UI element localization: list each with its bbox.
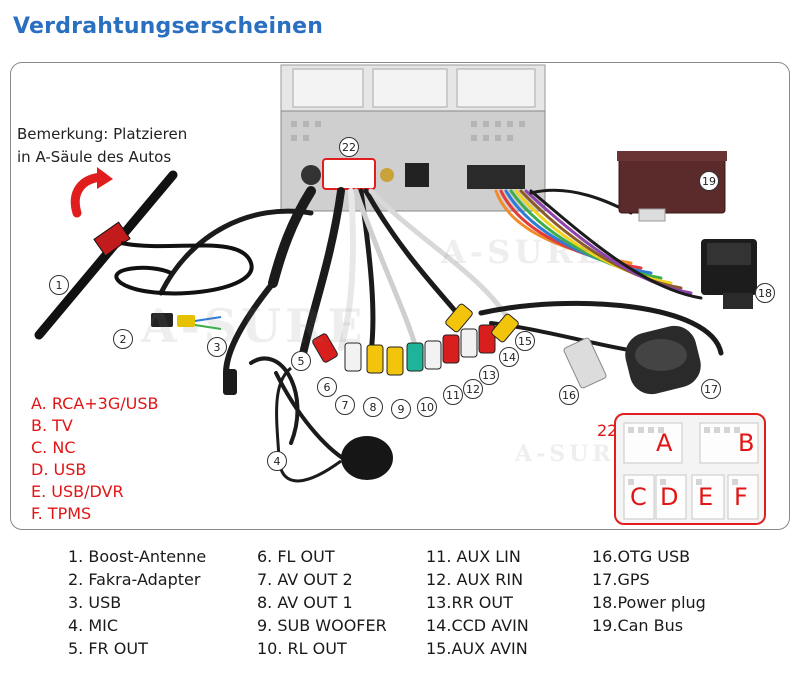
connector-22-highlight bbox=[322, 158, 376, 190]
legend-item: 19.Can Bus bbox=[592, 616, 684, 635]
rca-plugs bbox=[312, 303, 519, 376]
legend-item: 8. AV OUT 1 bbox=[257, 593, 353, 612]
callout: 9 bbox=[391, 399, 411, 419]
legend-item: 14.CCD AVIN bbox=[426, 616, 529, 635]
connector-label-e: E bbox=[698, 483, 714, 511]
callout: 15 bbox=[515, 331, 535, 351]
wiring-diagram: A-SURE A-SURE A-SURE Bemerkung: Platzier… bbox=[10, 62, 790, 530]
callout: 14 bbox=[499, 347, 519, 367]
connector-legend: A. RCA+3G/USB B. TV C. NC D. USB E. USB/… bbox=[31, 393, 159, 525]
legend-item: 4. MIC bbox=[68, 616, 119, 635]
connector-22-inset: A B C D E F bbox=[614, 413, 766, 525]
legend-item: 11. AUX LIN bbox=[426, 547, 521, 566]
connector-legend-item: F. TPMS bbox=[31, 504, 92, 523]
watermark: A-SURE bbox=[141, 299, 367, 353]
legend-item: 3. USB bbox=[68, 593, 122, 612]
callout: 5 bbox=[291, 351, 311, 371]
legend-item: 9. SUB WOOFER bbox=[257, 616, 387, 635]
callout: 2 bbox=[113, 329, 133, 349]
callout: 18 bbox=[755, 283, 775, 303]
callout: 1 bbox=[49, 275, 69, 295]
fakra-adapter bbox=[151, 313, 222, 330]
remark-line: in A-Säule des Autos bbox=[17, 148, 172, 166]
legend-column-3: 11. AUX LIN 12. AUX RIN 13.RR OUT 14.CCD… bbox=[426, 545, 529, 660]
legend-item: 17.GPS bbox=[592, 570, 650, 589]
legend-item: 6. FL OUT bbox=[257, 547, 335, 566]
callout: 8 bbox=[363, 397, 383, 417]
callout: 17 bbox=[701, 379, 721, 399]
connector-label-d: D bbox=[660, 483, 679, 511]
legend-column-4: 16.OTG USB 17.GPS 18.Power plug 19.Can B… bbox=[592, 545, 706, 637]
legend-item: 15.AUX AVIN bbox=[426, 639, 528, 658]
fakra-socket bbox=[301, 165, 321, 185]
connector-label-a: A bbox=[656, 429, 673, 457]
gps-puck bbox=[625, 325, 701, 395]
power-plug bbox=[701, 239, 757, 309]
inset-callout-number: 22 bbox=[597, 421, 618, 440]
legend-item: 10. RL OUT bbox=[257, 639, 347, 658]
head-unit-chassis bbox=[280, 64, 546, 212]
callout: 10 bbox=[417, 397, 437, 417]
page-title: Verdrahtungserscheinen bbox=[13, 14, 324, 39]
callout: 11 bbox=[443, 385, 463, 405]
callout: 6 bbox=[317, 377, 337, 397]
legend-column-2: 6. FL OUT 7. AV OUT 2 8. AV OUT 1 9. SUB… bbox=[257, 545, 387, 660]
connector-legend-item: D. USB bbox=[31, 460, 87, 479]
can-bus-box bbox=[617, 151, 727, 222]
callout: 13 bbox=[479, 365, 499, 385]
legend-item: 13.RR OUT bbox=[426, 593, 513, 612]
wiring-illustration bbox=[34, 64, 757, 483]
watermark: A-SURE bbox=[441, 233, 606, 271]
watermark: A-SURE bbox=[515, 441, 636, 467]
otg-usb-plug bbox=[563, 337, 607, 389]
legend-item: 2. Fakra-Adapter bbox=[68, 570, 201, 589]
callout: 22 bbox=[339, 137, 359, 157]
connector-label-c: C bbox=[630, 483, 647, 511]
legend-item: 7. AV OUT 2 bbox=[257, 570, 353, 589]
usb-plug bbox=[223, 369, 237, 395]
connector-label-b: B bbox=[738, 429, 755, 457]
placement-remark: Bemerkung: Platzieren in A-Säule des Aut… bbox=[17, 123, 187, 169]
callout: 19 bbox=[699, 171, 719, 191]
callout: 4 bbox=[267, 451, 287, 471]
connector-legend-item: B. TV bbox=[31, 416, 73, 435]
connector-face bbox=[623, 422, 759, 520]
boost-antenna bbox=[34, 170, 254, 340]
legend-item: 18.Power plug bbox=[592, 593, 706, 612]
connector-label-f: F bbox=[734, 483, 748, 511]
remark-line: Bemerkung: Platzieren bbox=[17, 125, 188, 143]
legend-item: 12. AUX RIN bbox=[426, 570, 524, 589]
connector-legend-item: E. USB/DVR bbox=[31, 482, 124, 501]
connector-legend-item: A. RCA+3G/USB bbox=[31, 394, 159, 413]
connector-legend-item: C. NC bbox=[31, 438, 76, 457]
legend-item: 16.OTG USB bbox=[592, 547, 691, 566]
legend-item: 1. Boost-Antenne bbox=[68, 547, 207, 566]
legend-item: 5. FR OUT bbox=[68, 639, 148, 658]
wire-bundle bbox=[158, 186, 724, 465]
callout: 7 bbox=[335, 395, 355, 415]
placement-arrowhead bbox=[97, 167, 113, 189]
legend-column-1: 1. Boost-Antenne 2. Fakra-Adapter 3. USB… bbox=[68, 545, 206, 660]
gold-rca-socket bbox=[380, 168, 394, 182]
callout: 3 bbox=[207, 337, 227, 357]
callout: 12 bbox=[463, 379, 483, 399]
callout: 16 bbox=[559, 385, 579, 405]
